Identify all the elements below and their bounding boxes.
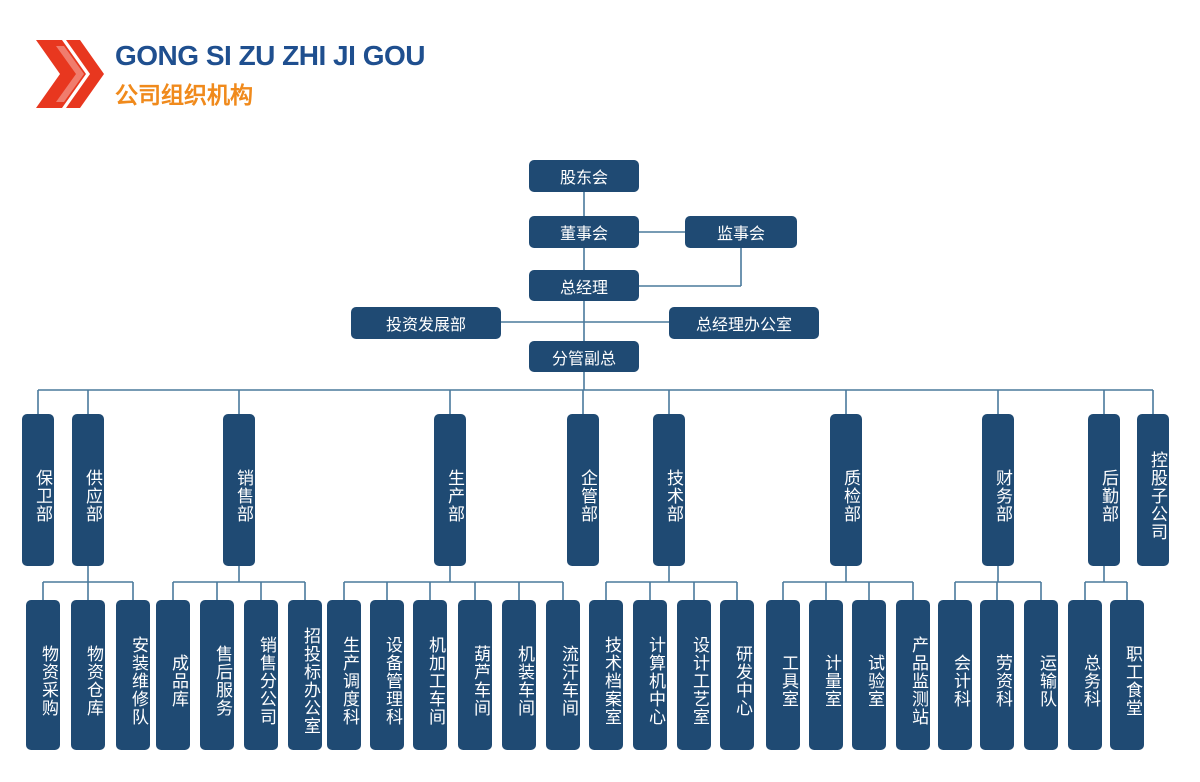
dept-box: 供应部 <box>72 414 104 566</box>
sub-unit-box: 设备管理科 <box>370 600 404 750</box>
dept-box: 质检部 <box>830 414 862 566</box>
sub-unit-box: 机装车间 <box>502 600 536 750</box>
sub-unit-box: 运输队 <box>1024 600 1058 750</box>
sub-unit-box: 产品监测站 <box>896 600 930 750</box>
sub-unit-box: 计量室 <box>809 600 843 750</box>
dept-box: 财务部 <box>982 414 1014 566</box>
sub-unit-box: 研发中心 <box>720 600 754 750</box>
sub-unit-box: 会计科 <box>938 600 972 750</box>
sub-unit-box: 安装维修队 <box>116 600 150 750</box>
sub-unit-box: 售后服务 <box>200 600 234 750</box>
supervisors-box: 监事会 <box>685 216 797 248</box>
sub-unit-box: 流汗车间 <box>546 600 580 750</box>
sub-unit-box: 机加工车间 <box>413 600 447 750</box>
board-box: 董事会 <box>529 216 639 248</box>
sub-unit-box: 总务科 <box>1068 600 1102 750</box>
gm-office-box: 总经理办公室 <box>669 307 819 339</box>
sub-unit-box: 试验室 <box>852 600 886 750</box>
connector-lines <box>37 192 1154 600</box>
chevron-logo-icon <box>36 40 104 108</box>
sub-unit-box: 劳资科 <box>980 600 1014 750</box>
sub-unit-box: 物资仓库 <box>71 600 105 750</box>
investment-dept-box: 投资发展部 <box>351 307 501 339</box>
sub-unit-box: 招投标办公室 <box>288 600 322 750</box>
general-manager-box: 总经理 <box>529 270 639 301</box>
sub-unit-box: 计算机中心 <box>633 600 667 750</box>
sub-unit-box: 物资采购 <box>26 600 60 750</box>
company-title-chinese: 公司组织机构 <box>115 83 253 109</box>
sub-unit-box: 销售分公司 <box>244 600 278 750</box>
dept-box: 销售部 <box>223 414 255 566</box>
dept-box: 生产部 <box>434 414 466 566</box>
sub-unit-box: 技术档案室 <box>589 600 623 750</box>
dept-box: 后勤部 <box>1088 414 1120 566</box>
sub-unit-box: 职工食堂 <box>1110 600 1144 750</box>
sub-unit-box: 成品库 <box>156 600 190 750</box>
sub-unit-box: 生产调度科 <box>327 600 361 750</box>
sub-unit-box: 工具室 <box>766 600 800 750</box>
company-title-pinyin: GONG SI ZU ZHI JI GOU <box>115 40 425 71</box>
vice-president-box: 分管副总 <box>529 341 639 372</box>
dept-box: 企管部 <box>567 414 599 566</box>
sub-unit-box: 葫芦车间 <box>458 600 492 750</box>
dept-box: 控股子公司 <box>1137 414 1169 566</box>
dept-box: 保卫部 <box>22 414 54 566</box>
sub-unit-box: 设计工艺室 <box>677 600 711 750</box>
shareholders-box: 股东会 <box>529 160 639 192</box>
dept-box: 技术部 <box>653 414 685 566</box>
